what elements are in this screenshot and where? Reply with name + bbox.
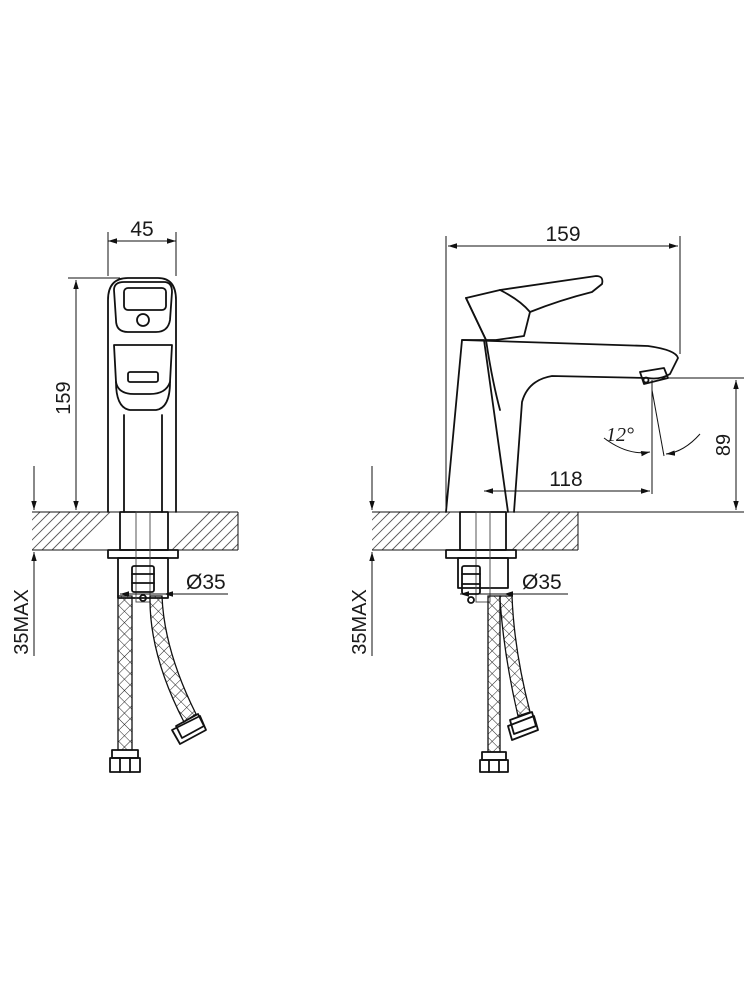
side-hoses (479, 595, 539, 773)
front-hole-label: Ø35 (186, 571, 226, 594)
side-view: 159 118 89 12° 35MAX (349, 223, 744, 773)
side-thickness-dimension: 35MAX (349, 466, 375, 656)
side-hole-label: Ø35 (522, 571, 562, 594)
side-spout-height-label: 89 (713, 434, 735, 456)
front-thickness-dimension: 35MAX (11, 466, 37, 656)
side-thickness-label: 35MAX (349, 589, 371, 655)
side-hole-dimension: Ø35 (460, 571, 568, 597)
front-mounting (107, 511, 179, 603)
side-spout-height-dimension: 89 (656, 377, 744, 510)
side-faucet-body (445, 275, 679, 513)
side-angle-dimension: 12° (603, 389, 701, 457)
side-countertop (372, 511, 744, 551)
front-faucet-body (107, 277, 177, 513)
side-length-label: 159 (545, 223, 580, 246)
side-angle-label: 12° (606, 424, 634, 446)
front-thickness-label: 35MAX (11, 589, 33, 655)
front-countertop (32, 511, 239, 551)
front-hoses (109, 595, 207, 773)
front-height-label: 159 (53, 381, 75, 414)
side-reach-label: 118 (549, 468, 582, 491)
front-hole-dimension: Ø35 (120, 571, 228, 597)
front-height-dimension: 159 (53, 277, 120, 513)
front-view: 45 159 35MAX Ø35 (11, 218, 239, 773)
front-width-label: 45 (130, 218, 153, 241)
side-length-dimension: 159 (445, 223, 681, 508)
front-width-dimension: 45 (107, 218, 177, 276)
side-mounting (445, 511, 517, 604)
